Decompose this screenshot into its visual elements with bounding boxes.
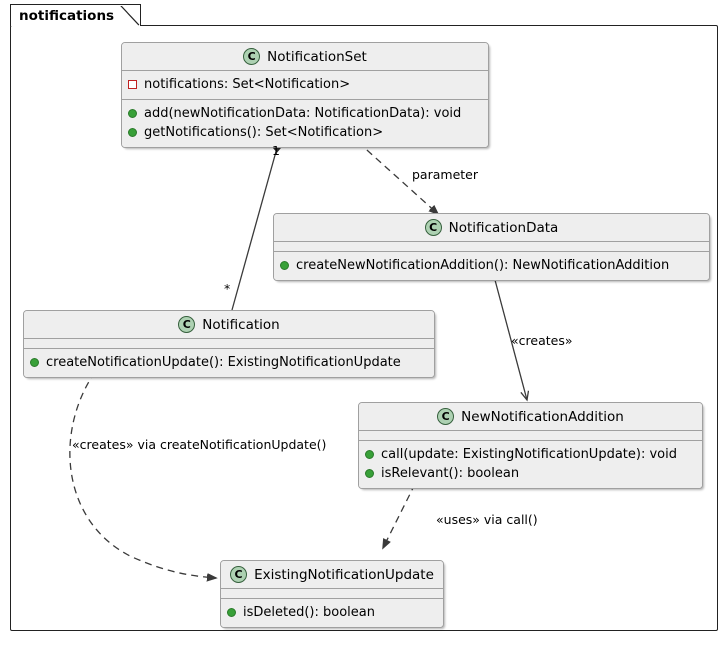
method-row: isDeleted(): boolean xyxy=(227,603,437,622)
methods-compartment: isDeleted(): boolean xyxy=(221,599,443,627)
method-row: createNotificationUpdate(): ExistingNoti… xyxy=(30,353,428,372)
methods-compartment: createNewNotificationAddition(): NewNoti… xyxy=(274,252,709,280)
class-title: NotificationSet xyxy=(267,48,367,65)
method-label: createNotificationUpdate(): ExistingNoti… xyxy=(46,355,401,370)
class-c-icon: C xyxy=(178,316,196,333)
methods-compartment: createNotificationUpdate(): ExistingNoti… xyxy=(24,349,434,377)
class-title: Notification xyxy=(202,316,280,333)
class-title: ExistingNotificationUpdate xyxy=(254,566,434,583)
method-label: createNewNotificationAddition(): NewNoti… xyxy=(296,258,670,273)
public-visibility-icon xyxy=(365,469,374,478)
methods-compartment: add(newNotificationData: NotificationDat… xyxy=(122,100,488,147)
method-label: isRelevant(): boolean xyxy=(381,466,520,481)
method-label: isDeleted(): boolean xyxy=(243,605,375,620)
public-visibility-icon xyxy=(280,261,289,270)
method-row: add(newNotificationData: NotificationDat… xyxy=(128,104,482,123)
class-notification-data[interactable]: C NotificationData createNewNotification… xyxy=(273,213,710,281)
attribute-row: notifications: Set<Notification> xyxy=(128,75,482,94)
method-label: add(newNotificationData: NotificationDat… xyxy=(144,106,462,121)
attributes-compartment xyxy=(359,431,702,441)
class-c-icon: C xyxy=(243,48,261,65)
class-title: NewNotificationAddition xyxy=(461,408,624,425)
class-existing-notification-update[interactable]: C ExistingNotificationUpdate isDeleted()… xyxy=(220,560,444,628)
class-header: C NewNotificationAddition xyxy=(359,403,702,431)
edge-label-creates-via-update: «creates» via createNotificationUpdate() xyxy=(72,437,327,452)
method-label: getNotifications(): Set<Notification> xyxy=(144,125,384,140)
package-tab: notifications xyxy=(10,4,142,26)
class-header: C NotificationData xyxy=(274,214,709,242)
attributes-compartment xyxy=(24,339,434,349)
edge-label-parameter: parameter xyxy=(412,167,478,182)
method-row: call(update: ExistingNotificationUpdate)… xyxy=(365,445,696,464)
package-name: notifications xyxy=(19,8,115,24)
method-row: createNewNotificationAddition(): NewNoti… xyxy=(280,256,703,275)
class-header: C Notification xyxy=(24,311,434,339)
private-visibility-icon xyxy=(128,80,137,89)
class-title: NotificationData xyxy=(448,219,559,236)
edge-creates-data-addition xyxy=(494,279,527,400)
multiplicity-many: * xyxy=(224,281,231,296)
class-c-icon: C xyxy=(230,566,248,583)
methods-compartment: call(update: ExistingNotificationUpdate)… xyxy=(359,441,702,488)
class-notification[interactable]: C Notification createNotificationUpdate(… xyxy=(23,310,435,378)
public-visibility-icon xyxy=(128,109,137,118)
method-row: getNotifications(): Set<Notification> xyxy=(128,123,482,142)
edge-creates-notification-update xyxy=(69,371,216,578)
class-header: C ExistingNotificationUpdate xyxy=(221,561,443,589)
public-visibility-icon xyxy=(365,450,374,459)
class-c-icon: C xyxy=(437,408,455,425)
class-c-icon: C xyxy=(424,219,442,236)
multiplicity-one: 1 xyxy=(272,143,280,158)
public-visibility-icon xyxy=(128,128,137,137)
method-label: call(update: ExistingNotificationUpdate)… xyxy=(381,447,677,462)
public-visibility-icon xyxy=(227,608,236,617)
attributes-compartment: notifications: Set<Notification> xyxy=(122,71,488,100)
package-body xyxy=(10,25,718,631)
class-header: C NotificationSet xyxy=(122,43,488,71)
edge-parameter-set-data xyxy=(357,141,438,214)
class-notification-set[interactable]: C NotificationSet notifications: Set<Not… xyxy=(121,42,489,148)
edge-label-uses-via-call: «uses» via call() xyxy=(436,512,538,527)
attributes-compartment xyxy=(274,242,709,252)
edge-label-creates: «creates» xyxy=(511,333,573,348)
attributes-compartment xyxy=(221,589,443,599)
class-new-notification-addition[interactable]: C NewNotificationAddition call(update: E… xyxy=(358,402,703,489)
public-visibility-icon xyxy=(30,358,39,367)
method-row: isRelevant(): boolean xyxy=(365,464,696,483)
attribute-label: notifications: Set<Notification> xyxy=(144,77,351,92)
